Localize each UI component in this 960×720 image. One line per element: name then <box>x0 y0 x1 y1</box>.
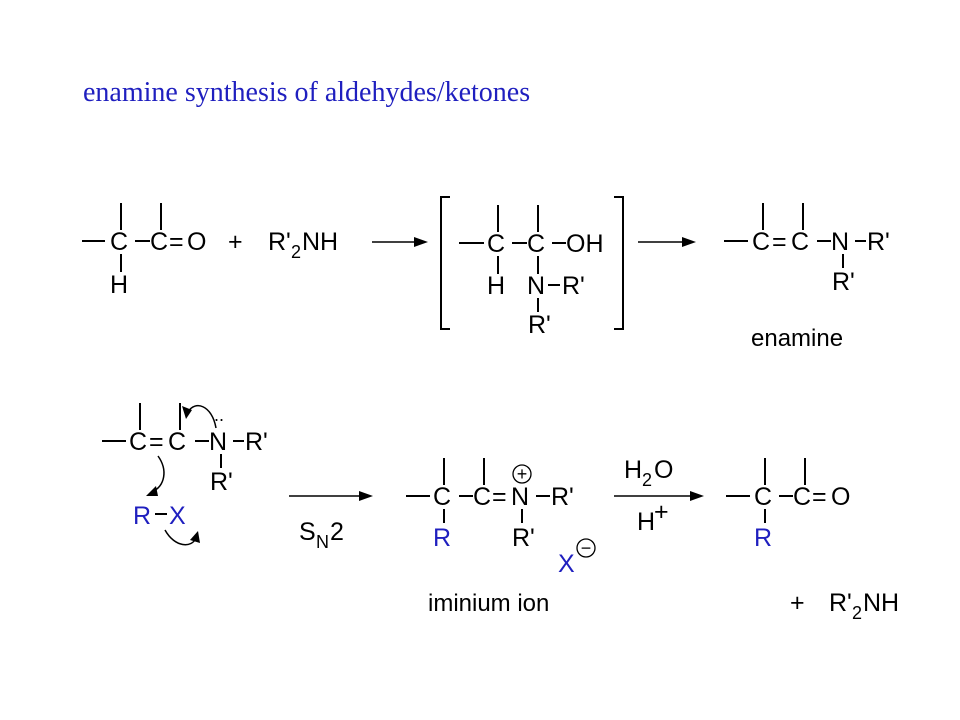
proton-h: H <box>637 508 655 536</box>
nitrogen: N <box>831 228 849 256</box>
proton-plus: + <box>654 498 669 526</box>
r-prime-1: R' <box>245 428 268 456</box>
page-title: enamine synthesis of aldehydes/ketones <box>83 77 530 108</box>
secondary-amine: R' 2 NH <box>268 228 338 262</box>
r-prime-1: R' <box>867 228 890 256</box>
r-prime-1: R' <box>562 272 585 300</box>
alkyl-r: R <box>754 524 772 552</box>
amine-suffix: NH <box>302 228 338 256</box>
r-prime-2: R' <box>832 268 855 296</box>
sn2-subscript: N <box>316 532 329 552</box>
plus-sign: + <box>228 228 243 256</box>
iminium-label: iminium ion <box>428 590 549 617</box>
water-o: O <box>654 456 673 484</box>
double-bond: = <box>169 228 184 256</box>
amine-prefix: R' <box>829 589 852 617</box>
r-prime-2: R' <box>512 524 535 552</box>
enamine-product: C = C N R' R' <box>724 203 890 296</box>
curved-arrow-lone-pair <box>182 404 217 429</box>
hydroxyl: OH <box>566 230 604 258</box>
double-bond: = <box>149 428 164 456</box>
hydrogen: H <box>487 272 505 300</box>
carbon-2: C <box>791 228 809 256</box>
reaction-arrow-sn2 <box>289 491 373 501</box>
oxygen: O <box>831 483 850 511</box>
curved-arrow-pi-bond <box>146 455 165 496</box>
hydrolysis-reagents: H 2 O H + <box>614 456 704 536</box>
negative-charge: − <box>581 538 592 558</box>
carbon-1: C <box>487 230 505 258</box>
amine-subscript: 2 <box>852 603 862 623</box>
r-prime-2: R' <box>210 468 233 496</box>
water-h: H <box>624 456 642 484</box>
carbon-2: C <box>793 483 811 511</box>
carbon-1: C <box>129 428 147 456</box>
nitrogen: N <box>209 428 227 456</box>
amine-suffix: NH <box>863 589 899 617</box>
reaction-arrow-2 <box>638 237 696 247</box>
carbon-2: C <box>150 228 168 256</box>
carbinolamine-intermediate: C C OH H N R' R' <box>459 205 604 339</box>
sn2-s: S <box>299 518 316 546</box>
double-bond: = <box>492 483 507 511</box>
alkyl-r: R <box>133 502 151 530</box>
ketone-product: C C = O R <box>726 458 850 552</box>
reaction-arrow-1 <box>372 237 428 247</box>
alkyl-r: R <box>433 524 451 552</box>
carbon-2: C <box>168 428 186 456</box>
nitrogen: N <box>527 272 545 300</box>
lone-pair: .. <box>214 405 224 425</box>
curved-arrow-leaving-group <box>164 529 200 546</box>
plus-sign: + <box>790 589 805 617</box>
positive-charge: + <box>517 464 528 484</box>
carbon-1: C <box>754 483 772 511</box>
oxygen: O <box>187 228 206 256</box>
carbon-1: C <box>110 228 128 256</box>
r-prime-2: R' <box>528 311 551 339</box>
carbon-1: C <box>433 483 451 511</box>
sn2-number: 2 <box>330 518 344 546</box>
counterion-x: X <box>558 550 575 578</box>
intermediate-brackets <box>440 196 624 330</box>
double-bond: = <box>772 228 787 256</box>
halide-x: X <box>169 502 186 530</box>
amine-byproduct: + R' 2 NH <box>790 589 899 623</box>
enamine-label: enamine <box>751 325 843 352</box>
amine-prefix: R' <box>268 228 291 256</box>
sn2-label: S N 2 <box>299 518 344 552</box>
halide-counterion: X − <box>558 538 596 578</box>
r-prime-1: R' <box>551 483 574 511</box>
carbon-1: C <box>752 228 770 256</box>
enamine-nucleophile: C = C N .. R' R' <box>102 403 268 496</box>
carbon-2: C <box>527 230 545 258</box>
carbon-2: C <box>473 483 491 511</box>
amine-subscript: 2 <box>291 242 301 262</box>
nitrogen: N <box>511 483 529 511</box>
alpha-hydrogen: H <box>110 271 128 299</box>
iminium-ion: C C = N R' R' R + <box>406 458 574 552</box>
double-bond: = <box>812 483 827 511</box>
alkyl-halide: R X <box>133 502 186 530</box>
water-subscript: 2 <box>642 470 652 490</box>
aldehyde-reactant: C C = O H <box>82 203 206 299</box>
